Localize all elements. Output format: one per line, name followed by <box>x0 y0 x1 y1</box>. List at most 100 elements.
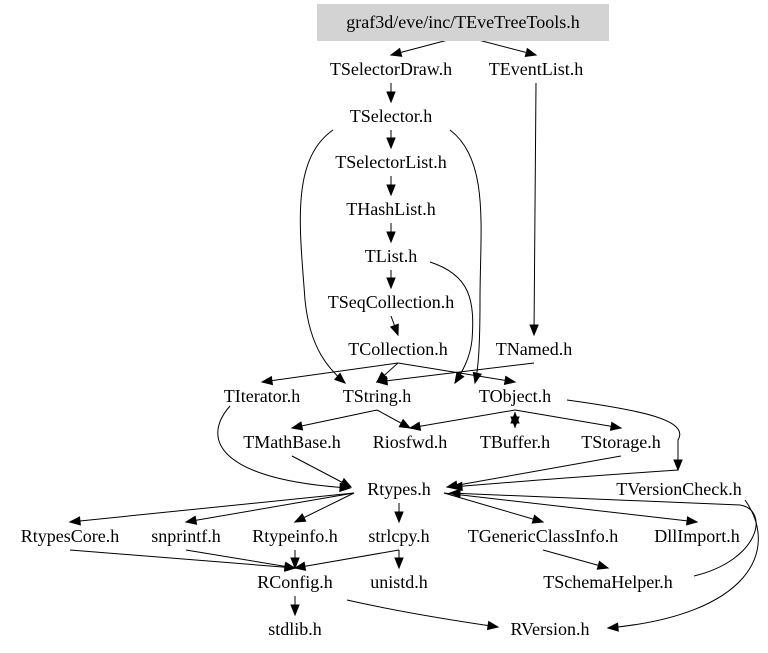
edge-tselectorlist-to-thashlist <box>386 176 396 197</box>
edge-rconfig-to-rversion <box>346 599 500 631</box>
node-label: DllImport.h <box>654 526 740 546</box>
node-titerator[interactable]: TIterator.h <box>224 386 300 406</box>
arrowhead <box>454 371 465 385</box>
edge-rconfig-to-stdlib <box>290 596 300 617</box>
arrowhead <box>389 47 403 57</box>
edge-tobject-to-tstorage <box>514 409 623 431</box>
node-tstring[interactable]: TString.h <box>343 386 412 406</box>
node-tobject[interactable]: TObject.h <box>479 386 551 406</box>
node-label: strlcpy.h <box>368 526 429 546</box>
node-teventlist[interactable]: TEventList.h <box>489 59 583 79</box>
node-stdlib[interactable]: stdlib.h <box>268 619 322 639</box>
node-rversion[interactable]: RVersion.h <box>510 619 589 639</box>
edge-tstring-to-riosfwd <box>376 409 412 429</box>
arrowhead <box>389 323 399 337</box>
arrowhead <box>260 375 274 386</box>
arrowhead <box>375 376 388 386</box>
node-label: RConfig.h <box>257 572 333 592</box>
arrowhead <box>68 516 81 526</box>
node-strlcpy[interactable]: strlcpy.h <box>368 526 429 546</box>
node-snprintf[interactable]: snprintf.h <box>151 526 221 546</box>
arrowhead <box>450 481 463 492</box>
arrowhead <box>293 513 307 523</box>
arrowhead <box>386 137 396 150</box>
edge-tselector-to-tselectorlist <box>386 130 396 150</box>
arrowhead <box>290 604 300 617</box>
arrowhead <box>686 516 699 526</box>
node-label: RVersion.h <box>510 619 589 639</box>
edge-tlist-to-tstring <box>429 261 474 385</box>
node-label: TList.h <box>365 246 418 266</box>
node-rtypes[interactable]: Rtypes.h <box>367 479 431 499</box>
node-unistd[interactable]: unistd.h <box>370 572 428 592</box>
edge-tcollection-to-titerator <box>260 362 399 386</box>
node-tbuffer[interactable]: TBuffer.h <box>480 432 550 452</box>
arrowhead <box>503 375 517 385</box>
arrowhead <box>290 557 300 570</box>
node-label: unistd.h <box>370 572 428 592</box>
edge-rtypes-to-dllimport <box>443 492 699 526</box>
node-riosfwd[interactable]: Riosfwd.h <box>373 432 448 452</box>
edge-tschemahelper-to-rtypes <box>448 488 757 577</box>
edge-tstorage-to-rtypes <box>445 455 622 490</box>
node-tgenericclassinfo[interactable]: TGenericClassInfo.h <box>468 526 618 546</box>
node-label: TSelectorList.h <box>335 152 446 172</box>
arrowhead <box>529 324 539 337</box>
node-tlist[interactable]: TList.h <box>365 246 418 266</box>
node-dllimport[interactable]: DllImport.h <box>654 526 740 546</box>
arrowhead <box>398 418 412 429</box>
node-label: Riosfwd.h <box>373 432 448 452</box>
node-tselectordraw[interactable]: TSelectorDraw.h <box>330 59 452 79</box>
edge-tselector-to-tobject <box>449 129 482 385</box>
edges <box>68 35 759 632</box>
node-rtypescore[interactable]: RtypesCore.h <box>21 526 120 546</box>
arrowhead <box>448 488 461 499</box>
arrowhead <box>673 459 683 472</box>
node-thashlist[interactable]: THashList.h <box>346 199 436 219</box>
node-tnamed[interactable]: TNamed.h <box>496 339 572 359</box>
edge-tmathbase-to-rtypes <box>291 455 353 488</box>
node-label: TString.h <box>343 386 412 406</box>
root-node-background <box>317 4 609 41</box>
edge-tobject-to-tversioncheck <box>566 399 683 472</box>
node-label: TSelector.h <box>350 106 432 126</box>
edge-tobject-to-riosfwd <box>408 409 516 431</box>
node-rconfig[interactable]: RConfig.h <box>257 572 333 592</box>
node-label: TNamed.h <box>496 339 572 359</box>
edge-tnamed-to-tstring <box>375 362 535 386</box>
node-tmathbase[interactable]: TMathBase.h <box>243 432 340 452</box>
arrowhead <box>386 277 396 290</box>
arrowhead <box>472 371 482 385</box>
node-tcollection[interactable]: TCollection.h <box>348 339 447 359</box>
node-label: stdlib.h <box>268 619 322 639</box>
edge-rtypes-to-tgenericclassinfo <box>443 492 545 524</box>
arrowhead <box>386 184 396 197</box>
arrowhead <box>596 560 610 570</box>
node-label: TEventList.h <box>489 59 583 79</box>
node-tstorage[interactable]: TStorage.h <box>581 432 660 452</box>
node-root[interactable]: graf3d/eve/inc/TEveTreeTools.h <box>317 4 609 41</box>
node-tseqcollection[interactable]: TSeqCollection.h <box>328 292 454 312</box>
node-label: snprintf.h <box>151 526 221 546</box>
edge-rtypes-to-strlcpy <box>394 503 404 524</box>
node-tselector[interactable]: TSelector.h <box>350 106 432 126</box>
node-label: TSchemaHelper.h <box>543 572 672 592</box>
edge-snprintf-to-rconfig <box>185 549 297 571</box>
arrowhead <box>606 622 619 632</box>
node-label: graf3d/eve/inc/TEveTreeTools.h <box>346 12 580 32</box>
node-tversioncheck[interactable]: TVersionCheck.h <box>616 479 741 499</box>
edge-strlcpy-to-rconfig <box>293 549 400 571</box>
arrowhead <box>283 561 297 571</box>
edge-rtypescore-to-rconfig <box>69 549 297 572</box>
edge-rtypes-to-snprintf <box>184 492 355 525</box>
arrowhead <box>408 421 422 431</box>
arrowhead <box>290 421 304 431</box>
edge-tversioncheck-to-rversion <box>606 499 759 632</box>
node-tselectorlist[interactable]: TSelectorList.h <box>335 152 446 172</box>
node-rtypeinfo[interactable]: Rtypeinfo.h <box>252 526 338 546</box>
node-label: TIterator.h <box>224 386 300 406</box>
node-tschemahelper[interactable]: TSchemaHelper.h <box>543 572 672 592</box>
node-label: TObject.h <box>479 386 551 406</box>
edge-tselectordraw-to-tselector <box>386 83 396 104</box>
